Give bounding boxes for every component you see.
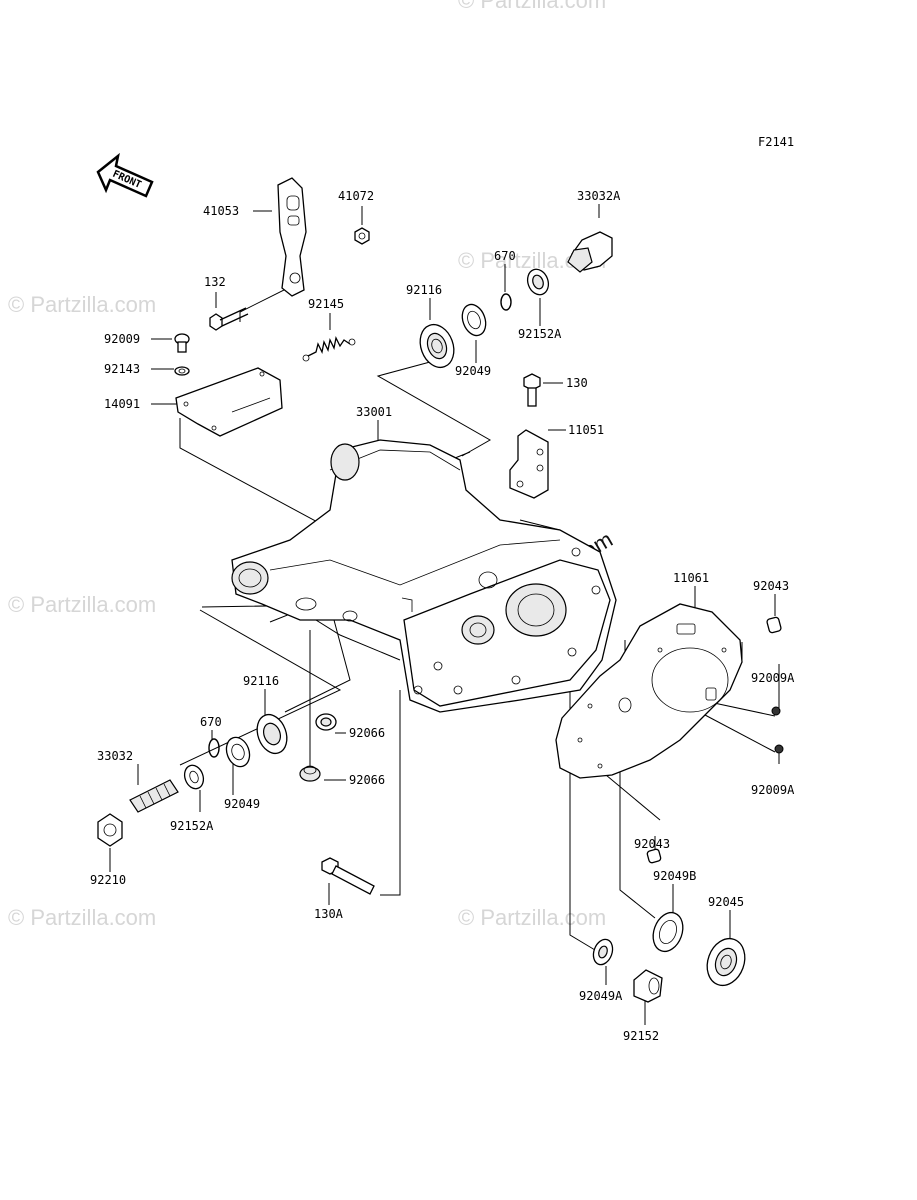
part-label-11061[interactable]: 11061 xyxy=(673,571,709,585)
part-label-92116-left[interactable]: 92116 xyxy=(243,674,279,688)
part-label-92009A-upper[interactable]: 92009A xyxy=(751,671,795,685)
part-label-33032A[interactable]: 33032A xyxy=(577,189,621,203)
screw-92009A-upper xyxy=(771,706,781,716)
front-arrow-icon: FRONT xyxy=(96,152,154,198)
part-label-92049-left[interactable]: 92049 xyxy=(224,797,260,811)
cover-plate-14091 xyxy=(175,367,283,437)
nut-92210 xyxy=(97,813,123,847)
part-label-41053[interactable]: 41053 xyxy=(203,204,239,218)
watermark: © Partzilla.com xyxy=(8,592,156,617)
dowel-pin-92043-lower xyxy=(646,848,662,864)
bolt-132 xyxy=(209,307,249,331)
bearing-92116-top xyxy=(419,323,455,369)
adjuster-33032A xyxy=(567,231,613,273)
part-label-92049B[interactable]: 92049B xyxy=(653,869,696,883)
bearing-92116-left xyxy=(256,713,288,755)
bolt-130 xyxy=(523,373,541,407)
part-label-92145[interactable]: 92145 xyxy=(308,297,344,311)
part-label-92043-lower[interactable]: 92043 xyxy=(634,837,670,851)
watermark: © Partzilla.com xyxy=(8,292,156,317)
part-label-132[interactable]: 132 xyxy=(204,275,226,289)
screw-92009A-lower xyxy=(774,744,784,754)
part-label-92066-lower[interactable]: 92066 xyxy=(349,773,385,787)
part-label-33001[interactable]: 33001 xyxy=(356,405,392,419)
part-label-130A[interactable]: 130A xyxy=(314,907,344,921)
part-label-92049A[interactable]: 92049A xyxy=(579,989,623,1003)
nut-41072 xyxy=(354,227,370,245)
collar-92152A-left xyxy=(183,764,205,790)
part-label-92045[interactable]: 92045 xyxy=(708,895,744,909)
part-label-41072[interactable]: 41072 xyxy=(338,189,374,203)
part-label-670-top[interactable]: 670 xyxy=(494,249,516,263)
collar-92152A-top xyxy=(526,268,550,296)
adjuster-33032 xyxy=(129,779,179,813)
part-label-92009[interactable]: 92009 xyxy=(104,332,140,346)
part-label-92066-upper[interactable]: 92066 xyxy=(349,726,385,740)
oil-seal-92049-left xyxy=(225,736,251,768)
part-label-92152[interactable]: 92152 xyxy=(623,1029,659,1043)
swing-arm-33001 xyxy=(231,439,617,713)
spring-92145 xyxy=(302,336,356,362)
part-label-33032[interactable]: 33032 xyxy=(97,749,133,763)
watermark: © Partzilla.com xyxy=(8,905,156,930)
dowel-pin-92043-right xyxy=(766,616,782,634)
part-label-92049-top[interactable]: 92049 xyxy=(455,364,491,378)
bearing-92045 xyxy=(706,937,746,987)
part-labels: 41053 41072 132 92009 92143 14091 92145 … xyxy=(90,189,795,1043)
circlip-670-top xyxy=(500,293,512,311)
figure-code: F2141 xyxy=(758,135,794,149)
shift-arm-41053 xyxy=(277,177,307,297)
part-label-130[interactable]: 130 xyxy=(566,376,588,390)
oil-seal-92049B xyxy=(652,911,684,953)
bracket-11051 xyxy=(509,429,549,499)
part-label-92152A-top[interactable]: 92152A xyxy=(518,327,562,341)
part-label-92043-right[interactable]: 92043 xyxy=(753,579,789,593)
part-label-14091[interactable]: 14091 xyxy=(104,397,140,411)
cap-92066-lower xyxy=(299,765,321,782)
washer-92143 xyxy=(174,366,190,376)
gasket-11061 xyxy=(555,603,743,779)
part-label-92152A-left[interactable]: 92152A xyxy=(170,819,214,833)
bolt-130A xyxy=(321,857,375,895)
watermark: © Partzilla.com xyxy=(458,905,606,930)
part-label-670-left[interactable]: 670 xyxy=(200,715,222,729)
part-label-92116-top[interactable]: 92116 xyxy=(406,283,442,297)
circlip-670-left xyxy=(208,738,220,758)
screw-92009 xyxy=(174,333,190,353)
cap-92066-upper xyxy=(315,713,337,731)
part-label-11051[interactable]: 11051 xyxy=(568,423,604,437)
collar-92152 xyxy=(633,969,663,1003)
watermark: © Partzilla.com xyxy=(458,0,606,13)
part-label-92143[interactable]: 92143 xyxy=(104,362,140,376)
oil-seal-92049A xyxy=(592,938,614,966)
part-label-92210[interactable]: 92210 xyxy=(90,873,126,887)
oil-seal-92049-top xyxy=(461,303,487,337)
part-label-92009A-lower[interactable]: 92009A xyxy=(751,783,795,797)
